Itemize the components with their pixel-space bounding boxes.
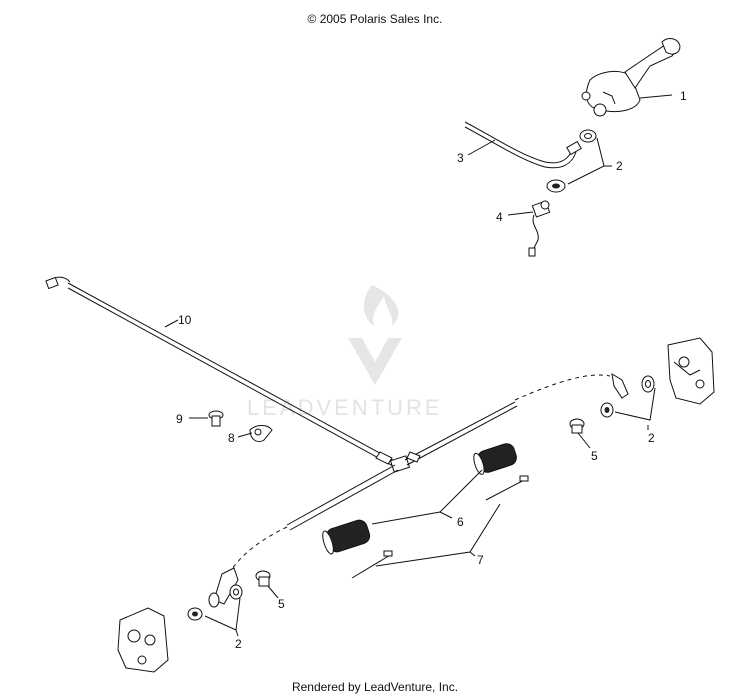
part-8-clamp — [249, 425, 273, 443]
right-brake-caliper — [667, 337, 715, 405]
part-10-brake-line — [45, 276, 399, 468]
part-9-bolt — [208, 410, 224, 427]
callout-2-top: 2 — [616, 159, 623, 173]
callout-5-left: 5 — [278, 597, 285, 611]
callout-7: 7 — [477, 553, 484, 567]
callout-1: 1 — [680, 89, 687, 103]
part-2-washers-top — [546, 129, 597, 193]
callout-3: 3 — [457, 151, 464, 165]
callout-10: 10 — [178, 313, 192, 327]
part-7-cable-ties — [351, 475, 529, 579]
part-5-bolt-left — [255, 570, 271, 587]
footer-text: Rendered by LeadVenture, Inc. — [291, 680, 459, 694]
copyright-text: © 2005 Polaris Sales Inc. — [307, 12, 443, 26]
leadventure-watermark: LEADVENTURE — [247, 285, 443, 420]
part-4-brake-switch — [528, 200, 551, 257]
part-2-washers-right — [600, 373, 655, 418]
part-2-washers-left — [187, 567, 243, 621]
callout-5-right: 5 — [591, 449, 598, 463]
watermark-text: LEADVENTURE — [247, 395, 443, 420]
callout-9: 9 — [176, 412, 183, 426]
callout-2-right: 2 — [648, 431, 655, 445]
brake-tee-fitting — [286, 401, 518, 531]
callout-6: 6 — [457, 515, 464, 529]
part-1-master-cylinder — [581, 38, 681, 117]
callout-2-left: 2 — [235, 637, 242, 651]
callout-8: 8 — [228, 431, 235, 445]
part-6-grips — [322, 443, 517, 555]
part-3-brake-line — [464, 121, 582, 169]
left-brake-caliper — [117, 607, 169, 673]
callout-4: 4 — [496, 210, 503, 224]
callout-labels: 1 2 3 4 10 9 8 2 5 6 7 5 2 — [176, 89, 687, 651]
part-5-bolt-right — [569, 418, 585, 434]
